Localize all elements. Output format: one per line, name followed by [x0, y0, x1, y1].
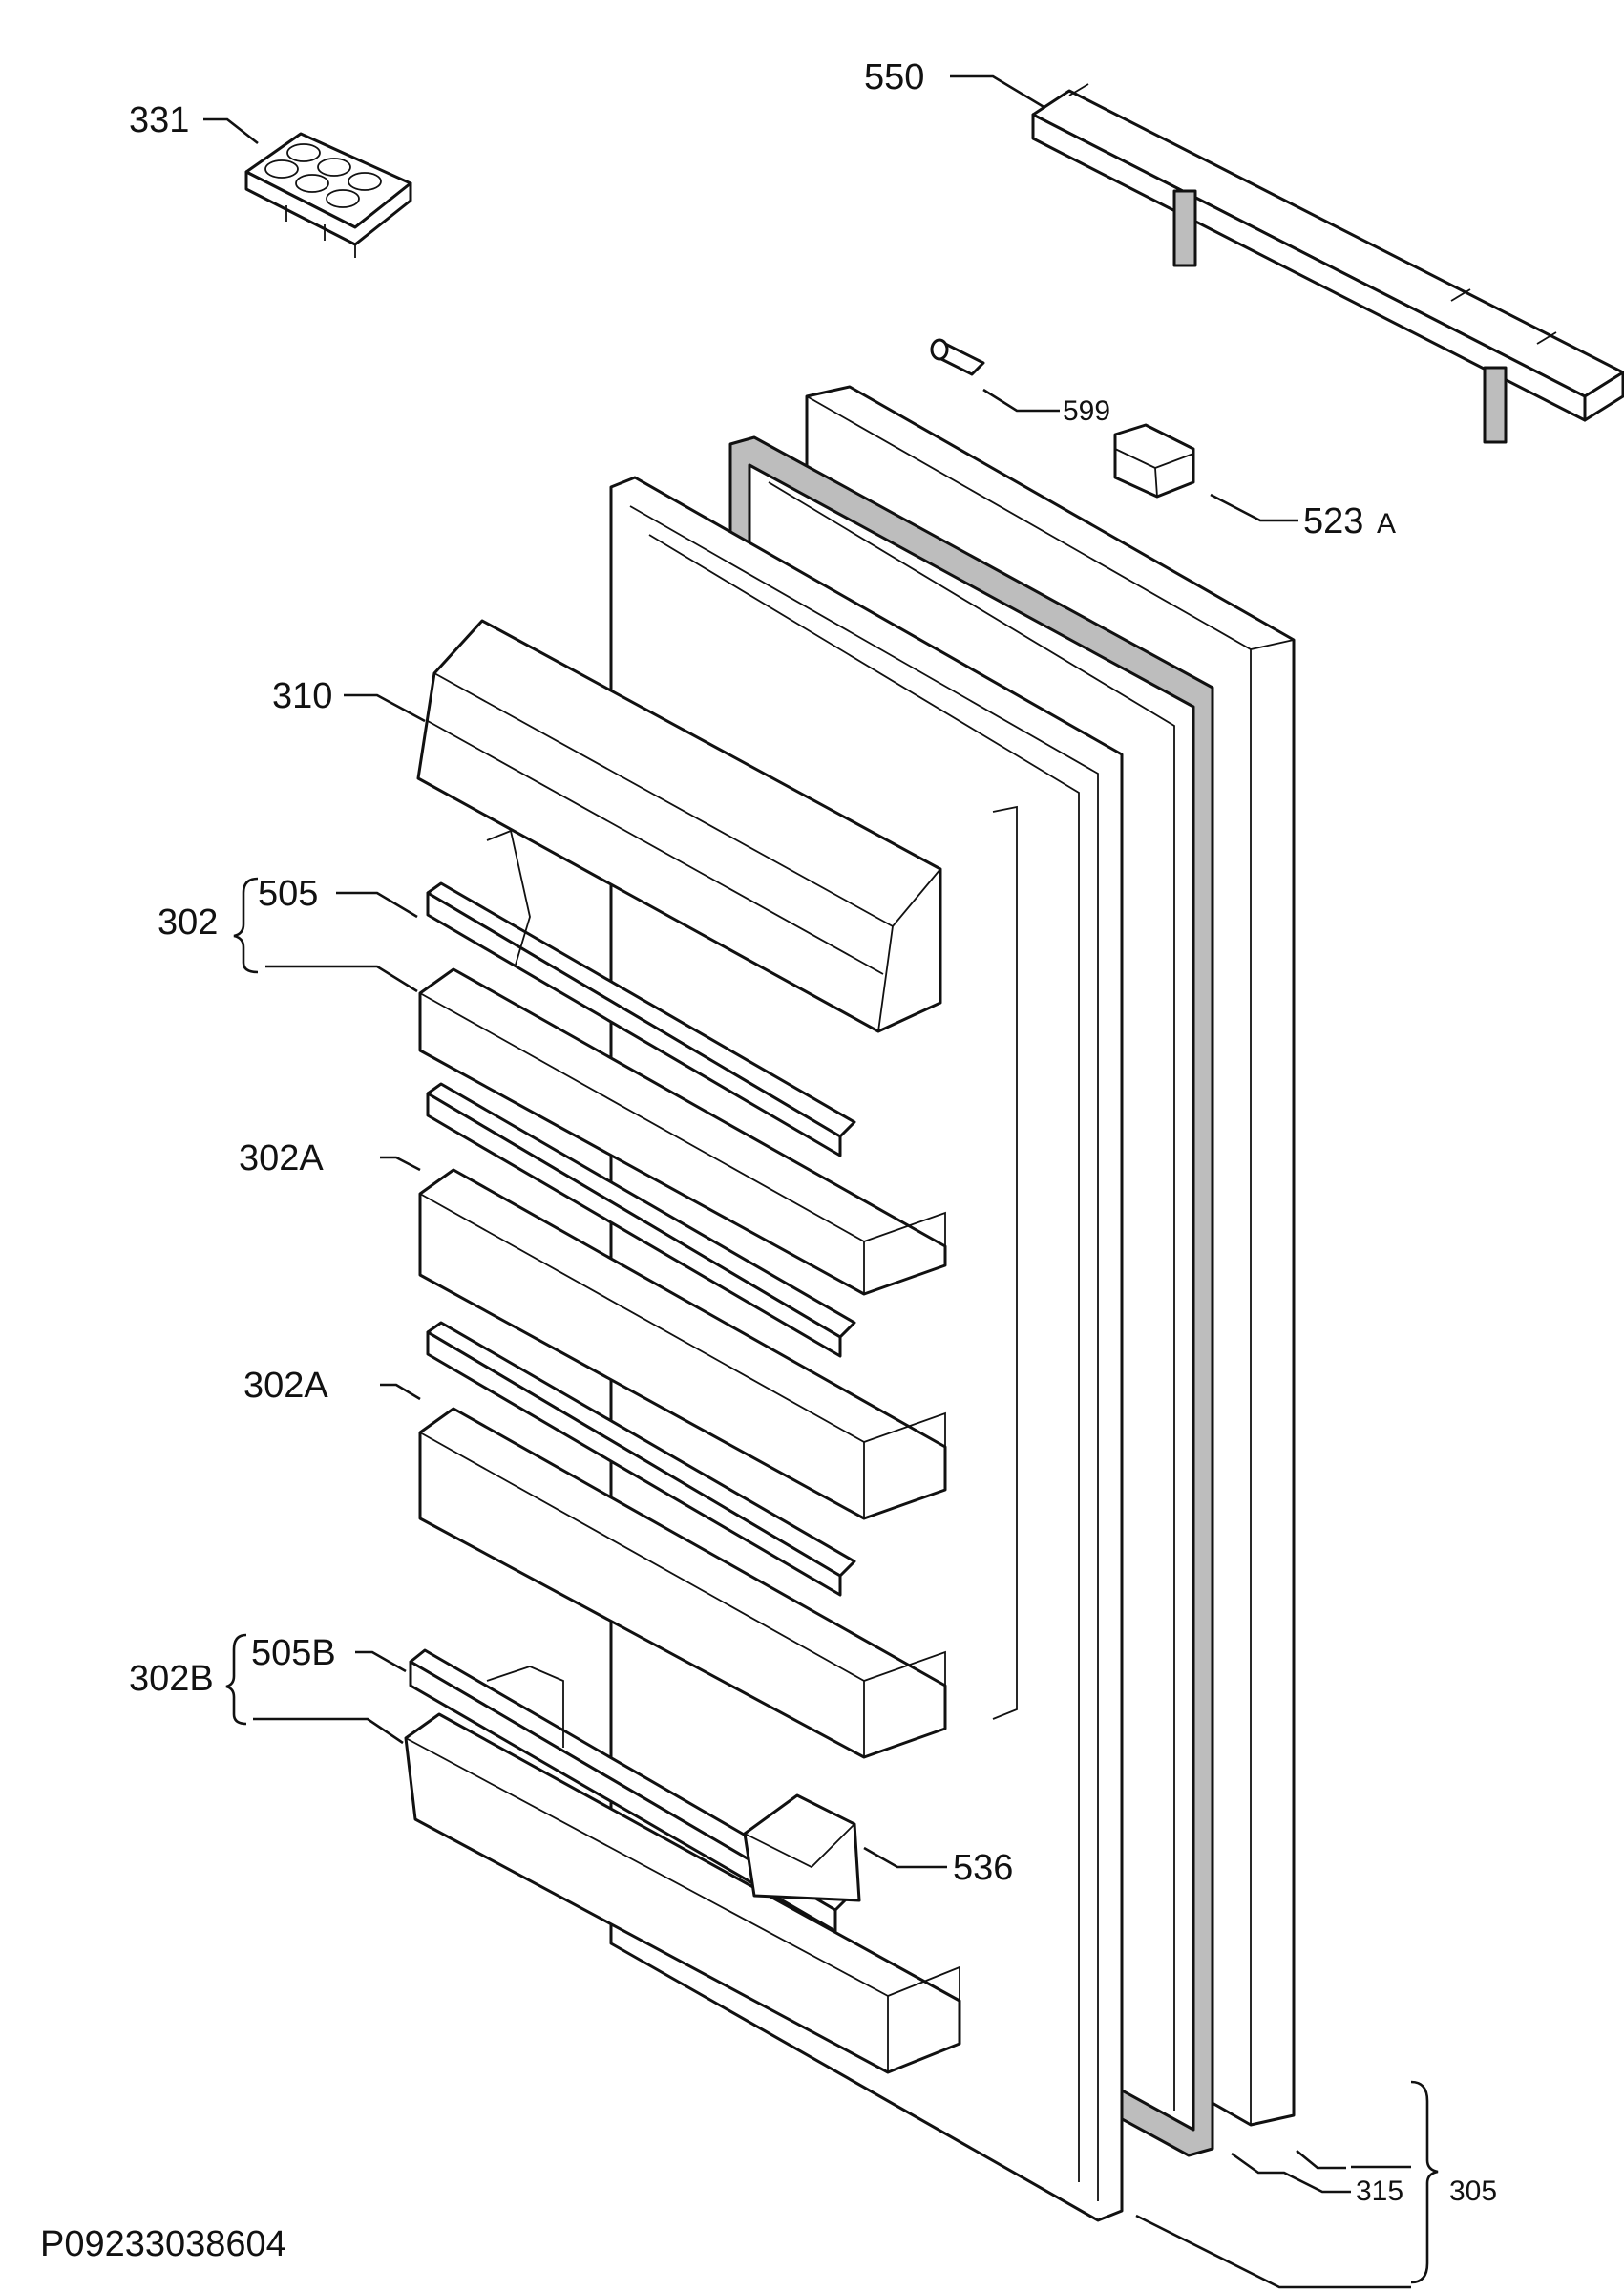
brace-302b — [225, 1633, 247, 1726]
part-shelf-302 — [418, 829, 947, 1296]
leader-305-bottom — [1135, 2214, 1411, 2289]
label-331: 331 — [129, 100, 189, 140]
part-shelf-302a-upper — [418, 1082, 947, 1520]
leader-550 — [950, 74, 1046, 110]
label-505b: 505B — [251, 1633, 336, 1673]
label-302: 302 — [158, 902, 218, 943]
leader-302b-bin — [253, 1717, 404, 1745]
part-bottle-holder — [743, 1793, 861, 1902]
leader-305-top — [1296, 2149, 1346, 2170]
label-310: 310 — [272, 676, 332, 716]
label-536: 536 — [953, 1848, 1013, 1888]
brace-302 — [233, 877, 259, 974]
brace-305 — [1410, 2080, 1439, 2284]
drawing-code: P09233038604 — [40, 2224, 286, 2264]
leader-599 — [982, 388, 1060, 413]
label-315: 315 — [1356, 2175, 1403, 2207]
leader-536 — [863, 1846, 947, 1869]
part-hinge-bar — [1031, 83, 1624, 444]
leader-505 — [336, 891, 418, 919]
part-top-compartment — [416, 619, 942, 1033]
part-shelf-302a-lower — [418, 1321, 947, 1759]
leader-315 — [1231, 2152, 1351, 2194]
label-302b: 302B — [129, 1659, 214, 1699]
label-305: 305 — [1449, 2175, 1497, 2207]
label-302a-lower: 302A — [243, 1366, 328, 1406]
leader-302a-1 — [380, 1156, 421, 1172]
leader-523a — [1210, 493, 1298, 522]
label-550: 550 — [864, 57, 924, 97]
leader-505b — [355, 1650, 407, 1673]
part-hinge-cover — [1113, 423, 1195, 499]
label-523: 523 — [1303, 501, 1363, 541]
leader-302a-2 — [380, 1383, 421, 1401]
leader-302-shelf — [265, 965, 418, 993]
label-523-suffix: A — [1377, 508, 1396, 540]
leader-310 — [344, 693, 426, 723]
part-egg-tray — [244, 132, 412, 258]
part-pin — [930, 338, 985, 376]
label-302a-upper: 302A — [239, 1138, 324, 1178]
leader-331 — [203, 117, 259, 145]
part-bottom-bin-302b — [404, 1648, 961, 2074]
label-599: 599 — [1063, 395, 1110, 427]
label-505: 505 — [258, 874, 318, 914]
leader-lines — [203, 74, 1439, 2289]
labels: 331 550 599 523 A 310 302 505 302A 302A … — [40, 57, 1497, 2264]
